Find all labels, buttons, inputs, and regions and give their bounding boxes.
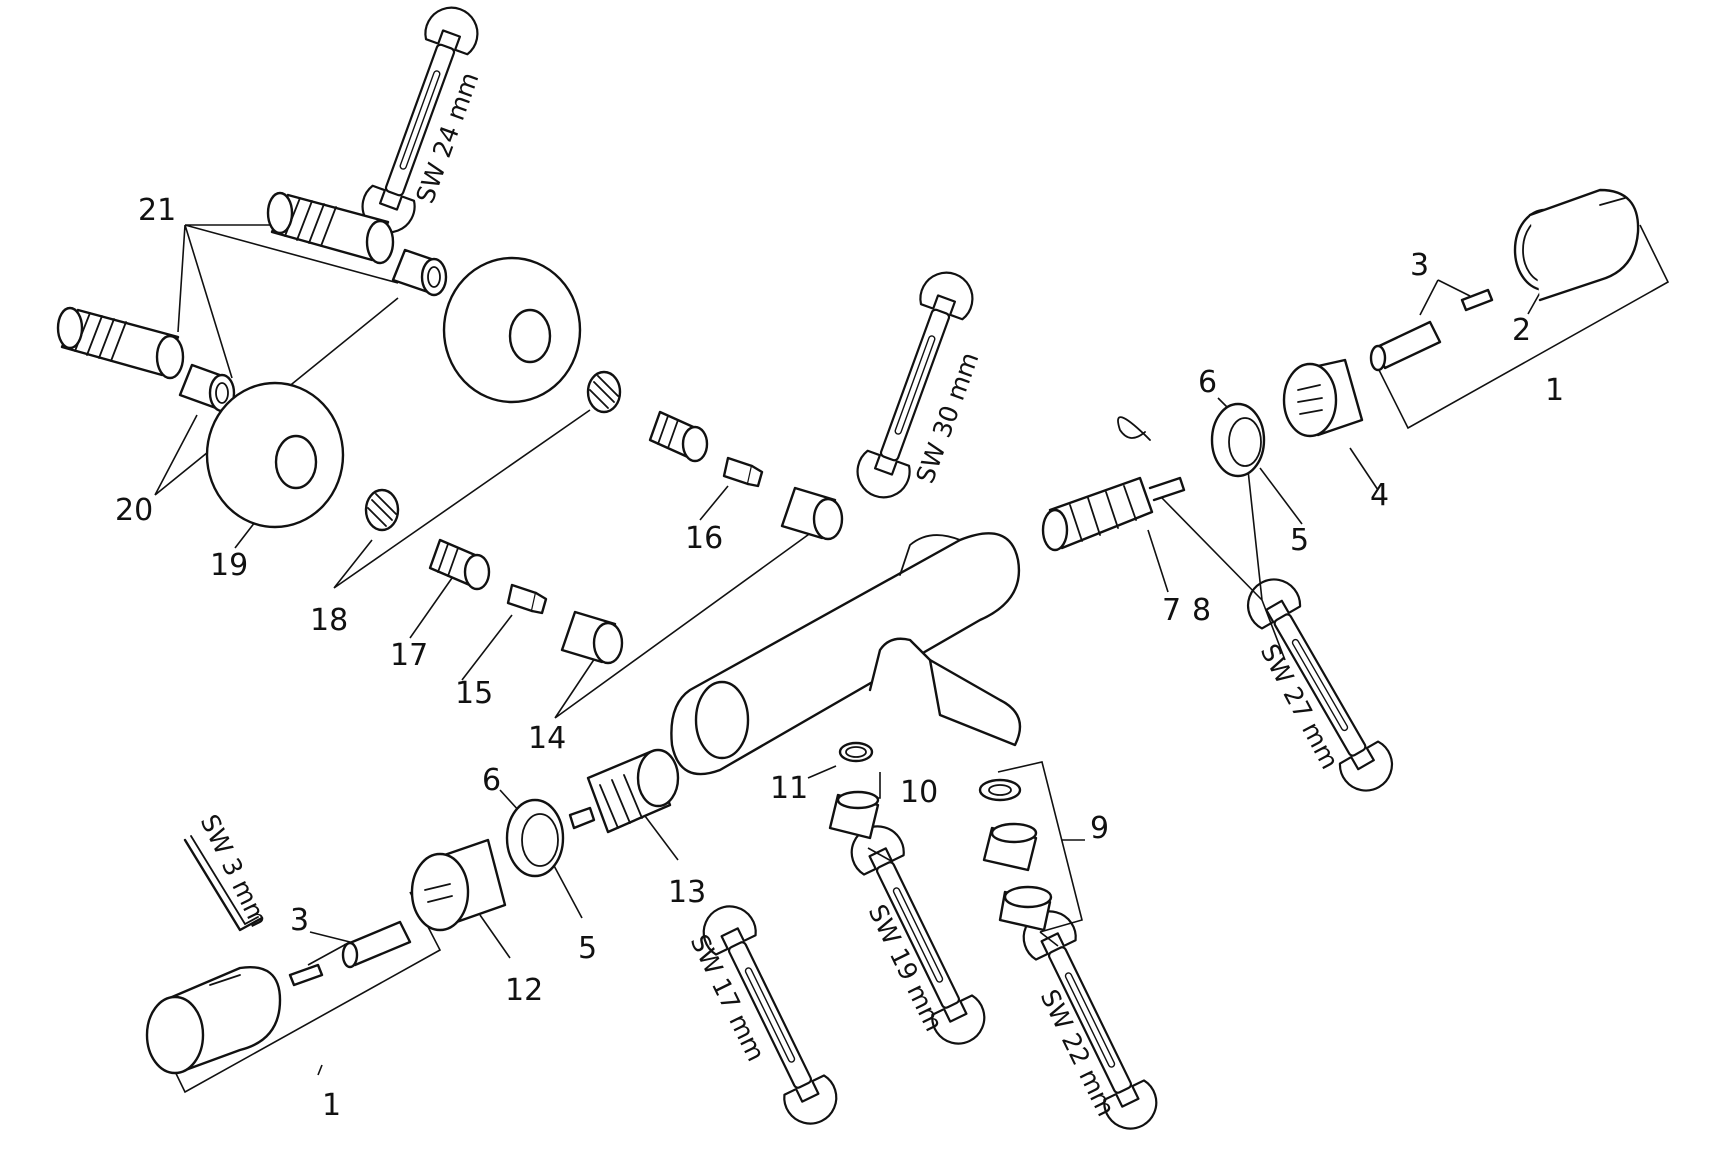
thermostatic-cartridge [1041, 476, 1186, 552]
check-valve-seat-upper [648, 410, 709, 463]
extension-spindle-left [341, 920, 412, 969]
label-19: 19 [210, 548, 248, 583]
filter-lower [364, 488, 400, 532]
label-4: 4 [1370, 478, 1389, 513]
label-21: 21 [138, 193, 176, 228]
diverter-cartridge [568, 748, 680, 834]
label-7: 7 [1162, 593, 1181, 628]
allen-key-sw3-icon [183, 835, 264, 932]
label-17: 17 [390, 638, 428, 673]
label-3-left: 3 [290, 903, 309, 938]
escutcheon-upper [442, 256, 582, 404]
label-6-left: 6 [482, 763, 501, 798]
handle-right [1528, 188, 1640, 302]
label-20: 20 [115, 493, 153, 528]
aerator-insert [982, 822, 1038, 872]
label-5-left: 5 [578, 931, 597, 966]
label-11: 11 [770, 771, 808, 806]
label-sw3: SW 3 mm [195, 810, 274, 932]
screw-right-icon [1460, 288, 1494, 312]
check-valve-lower [506, 583, 548, 615]
check-valve-upper [722, 456, 764, 488]
label-14: 14 [528, 721, 566, 756]
o-ring [838, 741, 874, 763]
nut-ring-left [505, 798, 565, 878]
eccentric-nipple-lower [178, 363, 236, 413]
union-nut-upper [780, 486, 844, 541]
extension-spindle-right [1369, 320, 1442, 372]
screw-left-icon [288, 963, 324, 987]
mixer-body [670, 532, 1022, 776]
label-10: 10 [900, 775, 938, 810]
label-2: 2 [1512, 313, 1531, 348]
label-15: 15 [455, 676, 493, 711]
label-1-right: 1 [1545, 373, 1564, 408]
retaining-clip [1117, 416, 1151, 441]
label-12: 12 [505, 973, 543, 1008]
spout-nipple [828, 790, 880, 840]
wrench-sw17-icon [693, 896, 847, 1134]
diverter-stop-ring [410, 838, 507, 932]
label-16: 16 [685, 521, 723, 556]
label-9: 9 [1090, 811, 1109, 846]
aerator-washer [978, 778, 1022, 802]
threaded-connector-upper [266, 191, 395, 265]
aerator-housing [998, 885, 1053, 932]
eccentric-nipple-upper [391, 248, 448, 297]
label-3-right: 3 [1410, 248, 1429, 283]
label-18: 18 [310, 603, 348, 638]
escutcheon-lower [205, 381, 345, 529]
filter-upper [586, 370, 622, 414]
label-6-right: 6 [1198, 365, 1217, 400]
part-labels: 21 20 19 18 17 15 14 16 7 8 6 5 4 3 2 1 … [115, 193, 1564, 1123]
label-8: 8 [1192, 593, 1211, 628]
nut-ring-right [1210, 402, 1266, 478]
label-5-right: 5 [1290, 523, 1309, 558]
check-valve-seat-lower [428, 538, 491, 591]
temperature-stop-ring [1282, 358, 1364, 438]
union-nut-lower [560, 610, 624, 665]
threaded-connector-lower [56, 306, 185, 380]
label-13: 13 [668, 875, 706, 910]
handle-left [145, 966, 282, 1075]
label-1-left: 1 [322, 1088, 341, 1123]
